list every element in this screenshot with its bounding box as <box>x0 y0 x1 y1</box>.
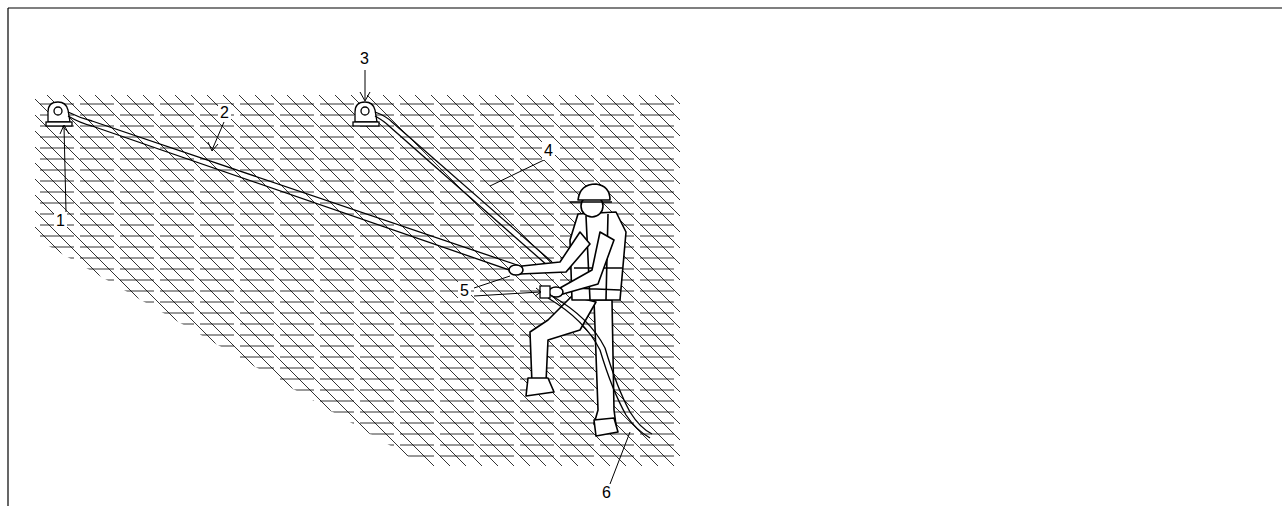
frame-line <box>7 8 8 506</box>
working-line <box>68 112 520 273</box>
frame-line <box>8 7 1282 8</box>
anchor-point <box>46 102 72 126</box>
callout-number: 3 <box>358 50 371 68</box>
callout-number: 6 <box>600 484 613 502</box>
callout-number: 1 <box>54 212 67 230</box>
worker-figure <box>509 184 626 436</box>
callout-number: 5 <box>458 282 471 300</box>
anchor-point <box>353 102 379 126</box>
callout-number: 2 <box>218 104 231 122</box>
callout-number: 4 <box>542 142 555 160</box>
slope-hatching <box>30 90 690 470</box>
leader-line <box>60 70 630 484</box>
rope-tail <box>548 296 652 438</box>
safety-line <box>375 112 552 266</box>
